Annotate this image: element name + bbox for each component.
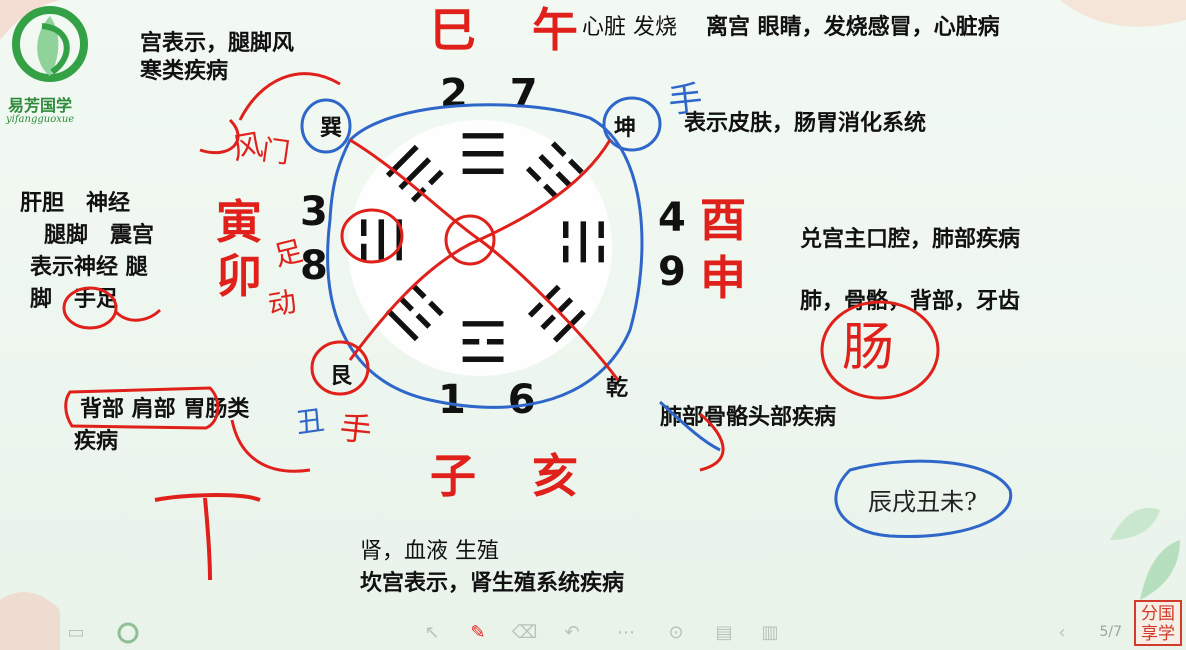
branch-yin: 寅 xyxy=(216,195,262,249)
zoom-icon[interactable]: ⊙ xyxy=(668,622,684,643)
top-right-normal: 心脏 发烧 xyxy=(582,15,677,40)
palace-gen: 艮 xyxy=(330,364,353,389)
presentation-toolbar: ▭ ↖ ✎ ⌫ ↶ ⋯ ⊙ ▤ ▥ ‹ xyxy=(0,614,1186,650)
logo-icon xyxy=(12,6,88,82)
left-mid-line1: 肝胆 神经 xyxy=(20,191,131,216)
prev-page-icon[interactable]: ‹ xyxy=(1058,622,1066,643)
hand-chou: 丑 xyxy=(294,403,327,440)
num-left-3: 3 xyxy=(300,189,328,235)
hand-men: 门 xyxy=(259,133,292,170)
eraser-icon[interactable]: ⌫ xyxy=(512,622,538,643)
branch-shen: 申 xyxy=(700,251,746,305)
pointer-icon[interactable]: ↖ xyxy=(424,622,440,643)
logo-brand-cn: 易芳国学 xyxy=(8,96,73,115)
more-icon[interactable]: ⋯ xyxy=(617,622,635,643)
num-right-4: 4 xyxy=(658,195,686,241)
bottom-line1: 肾，血液 生殖 xyxy=(360,539,499,564)
palace-qian: 乾 xyxy=(606,376,629,401)
branches-top: 巳 午 xyxy=(430,3,599,57)
logo-brand-pinyin: yifangguoxue xyxy=(6,114,75,125)
bubble-text: 辰戌丑未? xyxy=(868,488,977,516)
left-mid-line2: 腿脚 震宫 xyxy=(44,223,155,248)
stamp-line2: 享学 xyxy=(1141,624,1175,644)
left-top-line1: 宫表示，腿脚风 xyxy=(140,31,295,56)
trigram-north: ☲ xyxy=(458,311,509,376)
hand-ding: 丁 xyxy=(160,492,161,493)
pen-icon[interactable]: ✎ xyxy=(470,622,486,643)
num-top: 2 7 xyxy=(440,71,552,117)
branch-you: 酉 xyxy=(700,193,746,247)
undo-icon[interactable]: ↶ xyxy=(564,622,580,643)
branch-mao: 卯 xyxy=(216,249,262,303)
hand-shou-bottom: 手 xyxy=(337,408,374,450)
bottom-left-line1: 背部 肩部 胃肠类 xyxy=(80,397,250,422)
hand-chang: 肠 xyxy=(842,318,895,378)
right-top-text: 表示皮肤，肠胃消化系统 xyxy=(684,111,927,136)
num-right-9: 9 xyxy=(658,249,686,295)
right-mid-line1: 兑宫主口腔，肺部疾病 xyxy=(800,227,1021,252)
top-right-bold: 离宫 眼睛，发烧感冒，心脏病 xyxy=(706,15,1000,40)
whiteboard-icon[interactable]: ▤ xyxy=(715,622,733,643)
calculator-icon[interactable]: ▥ xyxy=(761,622,779,643)
screen-icon[interactable]: ▭ xyxy=(67,622,85,643)
seal-stamp: 分国 享学 xyxy=(1134,600,1182,646)
palace-xun: 巽 xyxy=(320,116,343,141)
trigram-south: ☰ xyxy=(458,123,509,188)
num-left-8: 8 xyxy=(300,243,328,289)
left-top-line2: 寒类疾病 xyxy=(140,59,229,84)
palace-kun: 坤 xyxy=(614,116,637,141)
hand-shou-top: 手 xyxy=(666,78,705,122)
bottom-left-line2: 疾病 xyxy=(74,429,119,454)
bagua-disc xyxy=(348,120,612,376)
stamp-line1: 分国 xyxy=(1141,604,1175,624)
bottom-line2: 坎宫表示，肾生殖系统疾病 xyxy=(360,571,625,596)
bottom-right-text: 肺部骨骼头部疾病 xyxy=(660,405,837,430)
left-mid-line3: 表示神经 腿 xyxy=(30,255,148,280)
page-number: 5/7 xyxy=(1099,624,1122,640)
branches-bottom: 子 亥 xyxy=(430,449,599,503)
presenter-logo-icon[interactable] xyxy=(116,622,140,644)
num-bottom: 1 6 xyxy=(438,377,550,423)
